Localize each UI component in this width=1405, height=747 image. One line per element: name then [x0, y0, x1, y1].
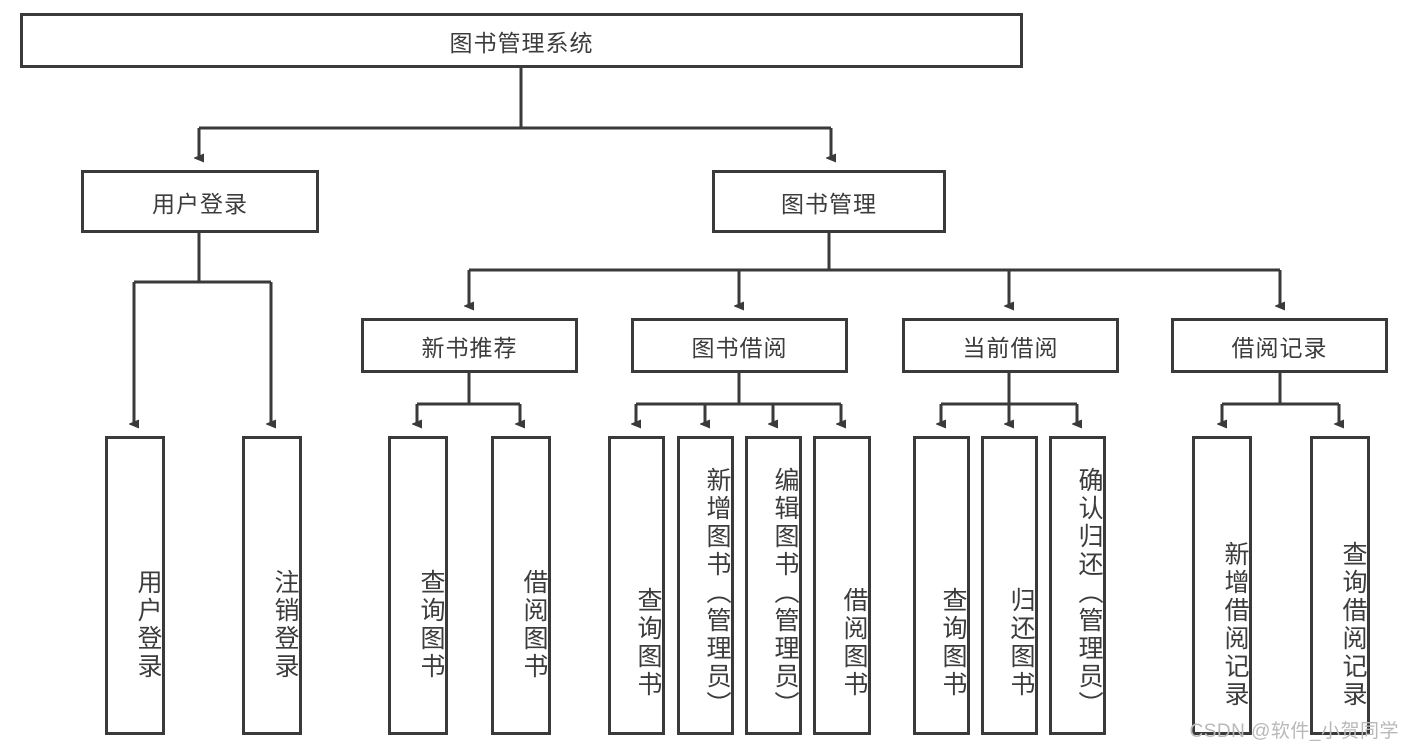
node-label: 确认归还（管理员） [1075, 466, 1103, 719]
leaf-borrow-add-book-admin[interactable]: 新增图书（管理员） [677, 436, 734, 735]
node-label: 用户登录 [134, 568, 162, 681]
leaf-record-query-record[interactable]: 查询借阅记录 [1310, 436, 1370, 735]
node-new-book-recommend[interactable]: 新书推荐 [361, 318, 578, 373]
node-label: 归还图书 [1007, 587, 1035, 699]
node-label: 新增图书（管理员） [703, 466, 731, 719]
csdn-watermark: CSDN @软件_小贺同学 [1189, 721, 1399, 742]
node-label: 借阅记录 [1231, 334, 1328, 361]
leaf-recommend-query-book[interactable]: 查询图书 [388, 436, 448, 735]
leaf-record-add-record[interactable]: 新增借阅记录 [1192, 436, 1252, 735]
node-root-book-management-system[interactable]: 图书管理系统 [20, 13, 1023, 68]
leaf-current-return-book[interactable]: 归还图书 [981, 436, 1038, 735]
node-label: 当前借阅 [962, 334, 1059, 361]
node-label: 新增借阅记录 [1221, 540, 1249, 709]
leaf-recommend-borrow-book[interactable]: 借阅图书 [491, 436, 551, 735]
node-label: 图书管理 [781, 190, 877, 217]
node-user-login[interactable]: 用户登录 [81, 170, 319, 233]
node-label: 编辑图书（管理员） [771, 466, 799, 719]
node-current-borrow[interactable]: 当前借阅 [902, 318, 1119, 373]
leaf-borrow-edit-book-admin[interactable]: 编辑图书（管理员） [745, 436, 802, 735]
node-label: 查询借阅记录 [1339, 540, 1367, 709]
node-label: 图书管理系统 [449, 29, 594, 56]
node-label: 查询图书 [417, 568, 445, 681]
node-label: 注销登录 [271, 568, 299, 681]
node-label: 借阅图书 [520, 568, 548, 681]
leaf-current-confirm-return-admin[interactable]: 确认归还（管理员） [1049, 436, 1106, 735]
node-label: 新书推荐 [421, 334, 518, 361]
leaf-user-login-login[interactable]: 用户登录 [105, 436, 165, 735]
node-label: 查询图书 [634, 587, 662, 699]
leaf-borrow-query-book[interactable]: 查询图书 [608, 436, 665, 735]
leaf-borrow-borrow-book[interactable]: 借阅图书 [813, 436, 871, 735]
leaf-user-login-logout[interactable]: 注销登录 [242, 436, 302, 735]
node-label: 用户登录 [152, 190, 248, 217]
node-label: 查询图书 [939, 587, 967, 699]
node-borrow-record[interactable]: 借阅记录 [1171, 318, 1388, 373]
node-label: 图书借阅 [691, 334, 788, 361]
node-label: 借阅图书 [840, 587, 868, 699]
leaf-current-query-book[interactable]: 查询图书 [913, 436, 970, 735]
node-book-management[interactable]: 图书管理 [712, 170, 946, 233]
node-book-borrow[interactable]: 图书借阅 [631, 318, 848, 373]
